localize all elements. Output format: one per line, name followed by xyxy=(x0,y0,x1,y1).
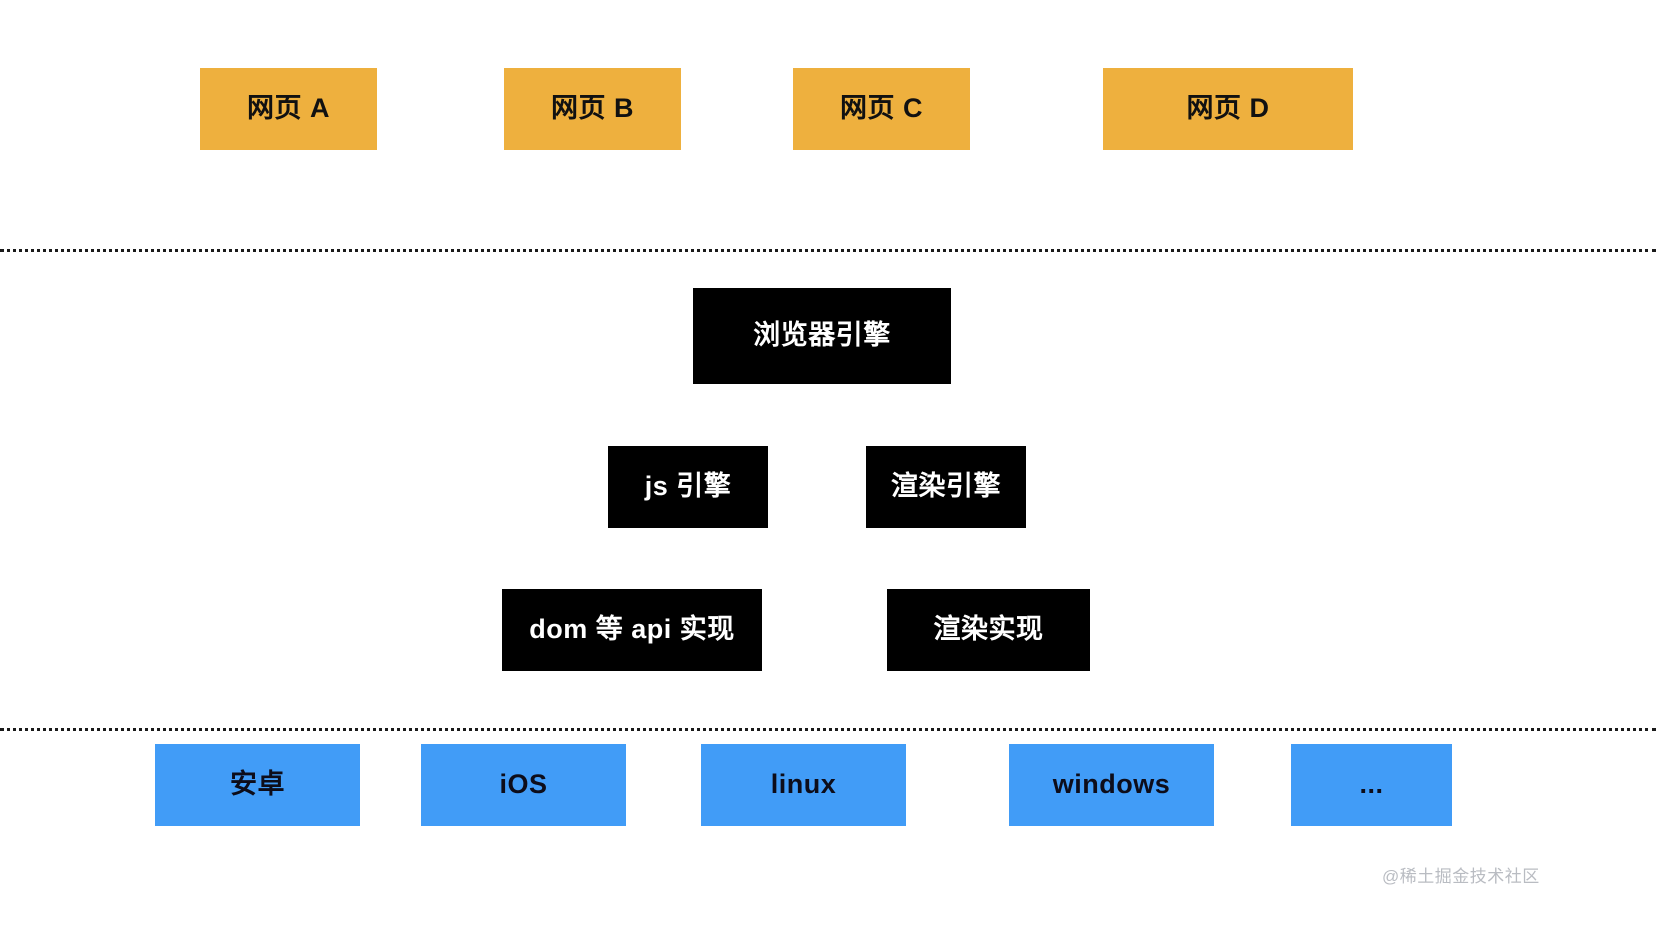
render-implementation-box: 渲染实现 xyxy=(887,589,1090,671)
os-box-ios: iOS xyxy=(421,744,626,826)
divider-above-engine xyxy=(0,249,1656,252)
os-box-android: 安卓 xyxy=(155,744,360,826)
dom-api-implementation-box: dom 等 api 实现 xyxy=(502,589,762,671)
os-box-windows: windows xyxy=(1009,744,1214,826)
browser-engine-box: 浏览器引擎 xyxy=(693,288,951,384)
web-page-box-a: 网页 A xyxy=(200,68,377,150)
web-page-box-b: 网页 B xyxy=(504,68,681,150)
divider-above-os xyxy=(0,728,1656,731)
web-page-box-d: 网页 D xyxy=(1103,68,1353,150)
render-engine-box: 渲染引擎 xyxy=(866,446,1026,528)
watermark-label: @稀土掘金技术社区 xyxy=(1382,867,1540,886)
web-page-box-c: 网页 C xyxy=(793,68,970,150)
os-box-linux: linux xyxy=(701,744,906,826)
os-box-more: ... xyxy=(1291,744,1452,826)
js-engine-box: js 引擎 xyxy=(608,446,768,528)
